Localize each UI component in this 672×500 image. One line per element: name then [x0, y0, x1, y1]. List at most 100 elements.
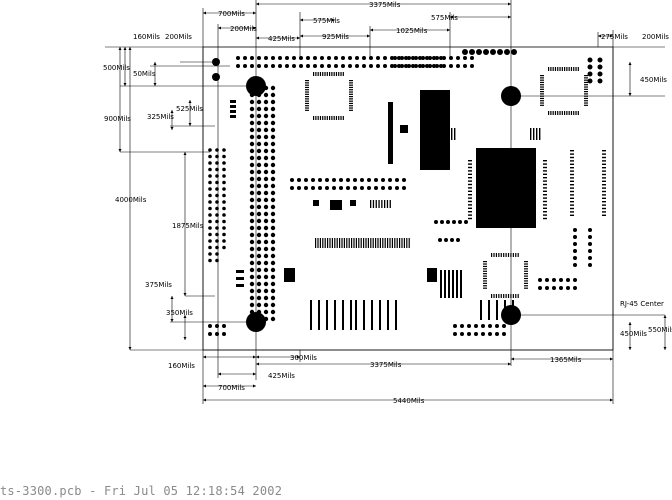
pad [263, 148, 269, 154]
smd-pad [488, 300, 490, 320]
smd-pad [371, 300, 373, 330]
pad [208, 239, 212, 243]
pad [538, 278, 542, 282]
smd-pad [543, 190, 547, 192]
smd-pad [570, 153, 574, 155]
smd-pad [381, 200, 383, 208]
pad [573, 235, 577, 239]
smd-pad [570, 201, 574, 203]
smd-pad [401, 238, 403, 248]
pad [383, 56, 387, 60]
pad [263, 155, 269, 161]
smd-pad [500, 294, 502, 298]
smd-pad [536, 128, 538, 140]
smd-pad [391, 238, 393, 248]
pad [263, 281, 269, 287]
smd-pad [602, 211, 606, 213]
pad [256, 162, 262, 168]
pad [270, 232, 276, 238]
smd-pad [378, 200, 380, 208]
smd-pad [322, 116, 324, 120]
smd-pad [230, 115, 236, 118]
dim-left-1875: 1875Mils [172, 222, 204, 230]
smd-pad [566, 111, 568, 115]
pad [208, 200, 212, 204]
smd-pad [468, 170, 472, 172]
pad [249, 99, 255, 105]
dim-top-3375: 3375Mils [369, 1, 401, 9]
smd-pad [483, 275, 487, 277]
dim-top-275: 275Mils [601, 33, 628, 41]
smd-pad [348, 238, 350, 248]
pad [348, 64, 352, 68]
smd-pad [322, 238, 324, 248]
pad [256, 155, 262, 161]
smd-pad [577, 111, 579, 115]
pad [588, 228, 592, 232]
smd-pad [524, 275, 528, 277]
dim-top-200-a: 200Mils [230, 25, 257, 33]
pad [222, 154, 226, 159]
smd-pad [350, 200, 356, 206]
smd-pad [387, 238, 389, 248]
smd-pad [322, 72, 324, 76]
smd-pad [543, 194, 547, 196]
smd-pad [468, 214, 472, 216]
pad [438, 238, 442, 242]
pad [263, 239, 269, 245]
pad [270, 295, 276, 301]
dim-left-375: 375Mils [145, 281, 172, 289]
pad [263, 169, 269, 175]
pad [256, 211, 262, 217]
smd-pad [305, 105, 309, 107]
smd-pad [570, 184, 574, 186]
smd-pad [317, 238, 319, 248]
pad [597, 57, 603, 63]
smd-pad [399, 238, 401, 248]
smd-pad [350, 300, 352, 330]
pad [249, 204, 255, 210]
smd-pad [370, 200, 372, 208]
pad [249, 295, 255, 301]
smd-pad [540, 102, 544, 104]
pad [270, 316, 276, 322]
smd-pad [360, 238, 362, 248]
pad [325, 186, 329, 190]
pad [270, 162, 276, 168]
smd-pad [543, 211, 547, 213]
pad [263, 134, 269, 140]
smd-pad [324, 72, 326, 76]
pad [270, 225, 276, 231]
pad [249, 106, 255, 112]
pad [442, 56, 446, 60]
pad [270, 302, 276, 308]
pad [249, 232, 255, 238]
smd-pad [440, 90, 445, 95]
pad [208, 174, 212, 178]
smd-pad [483, 265, 487, 268]
smd-pad [329, 72, 331, 76]
footer-filename: ts-3300.pcb - Fri Jul 05 12:18:54 2002 [0, 484, 283, 498]
pad [222, 206, 226, 211]
smd-pad [540, 93, 544, 95]
smd-pad [540, 100, 544, 102]
pad [250, 64, 254, 68]
smd-pad [468, 180, 472, 182]
dim-bottom-3375: 3375Mils [370, 361, 402, 369]
pad [390, 64, 394, 68]
pad [256, 239, 262, 245]
smd-pad [540, 75, 544, 77]
pad [222, 219, 226, 224]
pad [208, 193, 212, 198]
pad [545, 286, 549, 290]
pad [446, 220, 450, 224]
dim-right-450-top: 450Mils [640, 76, 667, 84]
smd-pad [483, 287, 487, 289]
dim-top-1025: 1025Mils [396, 27, 428, 35]
pad [483, 49, 489, 55]
smd-pad [498, 253, 500, 257]
smd-pad [543, 204, 547, 206]
smd-pad [570, 197, 574, 199]
pad [435, 64, 439, 68]
smd-pad [584, 88, 588, 90]
